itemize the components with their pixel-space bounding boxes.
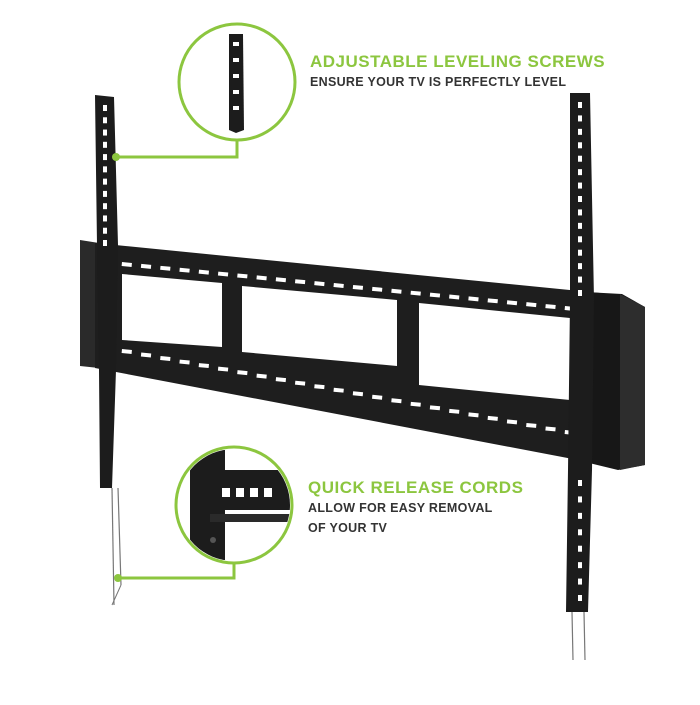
slot <box>121 262 132 267</box>
slot <box>449 408 460 414</box>
slot <box>506 419 518 425</box>
arm-hole <box>578 276 582 283</box>
arm-hole <box>103 240 107 246</box>
slot <box>237 370 248 376</box>
slot <box>294 279 306 285</box>
slot <box>429 405 441 411</box>
slot <box>410 401 421 407</box>
arm-hole <box>578 115 582 122</box>
slot <box>526 422 537 428</box>
callout-subtitle: ENSURE YOUR TV IS PERFECTLY LEVEL <box>310 75 567 89</box>
slot <box>160 265 171 271</box>
slot <box>545 426 556 432</box>
arm-hole <box>578 142 582 149</box>
arm-hole <box>578 512 582 519</box>
right-vertical-arm <box>566 93 594 661</box>
arm-hole <box>103 154 107 161</box>
leveling-screws-callout: ADJUSTABLE LEVELING SCREWS ENSURE YOUR T… <box>310 52 605 92</box>
slot <box>545 304 556 310</box>
slot <box>526 302 537 308</box>
slot <box>391 398 402 404</box>
arm-hole <box>578 263 582 270</box>
top-callout-connector <box>112 22 297 161</box>
callout-subtitle-line-2: OF YOUR TV <box>308 521 388 535</box>
arm-hole <box>578 562 582 569</box>
slot <box>429 292 441 298</box>
arm-hole <box>103 215 107 222</box>
arm-hole <box>578 236 582 243</box>
arm-hole <box>578 578 582 585</box>
arm-hole <box>103 190 107 197</box>
arm-hole <box>578 128 582 135</box>
left-vertical-arm <box>95 95 122 606</box>
arm-hole <box>578 155 582 162</box>
slot <box>121 348 132 354</box>
slot <box>333 387 344 393</box>
slot <box>333 283 344 288</box>
arm-hole <box>103 117 107 124</box>
slot <box>179 267 190 273</box>
wall-plate <box>80 240 645 470</box>
callout-subtitle-line-1: ALLOW FOR EASY REMOVAL <box>308 501 493 515</box>
arm-hole <box>578 595 582 601</box>
slot <box>449 294 460 300</box>
arm-hole <box>578 209 582 216</box>
slot <box>198 269 209 275</box>
slot <box>410 290 421 296</box>
arm-hole <box>578 196 582 202</box>
slot <box>140 352 152 358</box>
arm-hole <box>578 545 582 552</box>
slot <box>275 277 287 283</box>
slot <box>160 356 171 361</box>
slot <box>468 412 479 418</box>
slot <box>372 286 383 292</box>
arm-hole <box>103 203 107 210</box>
arm-hole <box>578 480 582 486</box>
slot <box>179 359 190 365</box>
callout-title: ADJUSTABLE LEVELING SCREWS <box>310 52 606 71</box>
slot <box>314 281 325 287</box>
slot <box>217 366 229 372</box>
arm-hole <box>103 105 107 111</box>
arm-hole <box>578 182 582 189</box>
quick-release-callout: QUICK RELEASE CORDS ALLOW FOR EASY REMOV… <box>308 478 523 538</box>
arm-hole <box>103 129 107 136</box>
slot <box>256 275 267 281</box>
slot <box>314 384 325 390</box>
slot <box>294 380 306 386</box>
slot <box>468 296 479 302</box>
slot <box>256 373 267 379</box>
slot <box>506 300 518 306</box>
slot <box>391 288 402 294</box>
slot <box>198 363 209 369</box>
arm-hole <box>578 222 582 229</box>
slot <box>352 284 364 290</box>
arm-hole <box>578 290 582 296</box>
arm-hole <box>103 227 107 234</box>
slot <box>237 273 248 279</box>
callout-title: QUICK RELEASE CORDS <box>308 478 524 497</box>
slot <box>217 271 229 277</box>
slot <box>352 391 364 397</box>
slot <box>275 377 287 383</box>
mounting-slots <box>121 262 575 435</box>
arm-hole <box>103 178 107 185</box>
arm-hole <box>103 166 107 173</box>
arm-hole <box>578 249 582 256</box>
slot <box>487 415 498 421</box>
slot <box>140 263 152 269</box>
arm-hole <box>578 529 582 536</box>
arm-hole <box>578 496 582 503</box>
bottom-callout-connector <box>114 445 294 582</box>
arm-hole <box>103 141 107 148</box>
arm-hole <box>578 169 582 176</box>
arm-hole <box>578 102 582 108</box>
slot <box>487 298 498 304</box>
arm-holes <box>103 102 582 601</box>
slot <box>372 394 383 400</box>
